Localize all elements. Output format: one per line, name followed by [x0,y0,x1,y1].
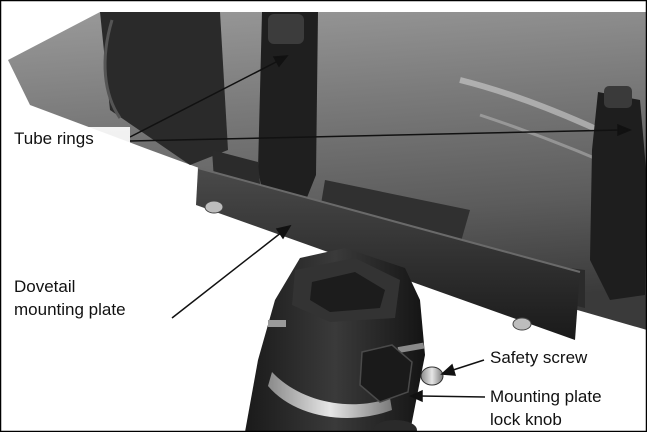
label-bg-lock [486,383,636,431]
tube-front-edge [103,19,122,119]
tube-rings-pointer-right [129,123,632,142]
mount-base-hub [373,420,417,432]
label-bg-dovetail [10,273,170,321]
label-bg-tube-rings [10,127,130,149]
lock-knob [359,344,413,403]
mount-side-bolt [268,320,286,327]
dovetail-plate [196,168,580,340]
label-safety-screw: Safety screw [490,348,588,367]
lock-knob-pointer [409,389,486,403]
label-dovetail-line1: Dovetail [14,277,75,296]
right-ring-clamp [604,86,632,108]
safety-screw-shaft [397,342,425,354]
dovetail-plate-edge [197,167,581,273]
left-tube-ring [258,12,318,215]
mount-saddle-inner [310,272,385,312]
right-tube-ring [590,92,647,300]
plate-screw-left [204,200,224,214]
plate-center-block [320,180,470,245]
label-dovetail-line2: mounting plate [14,300,126,319]
label-bg-safety [486,346,610,368]
left-ring-clamp [268,14,304,44]
label-tube-rings: Tube rings [14,129,94,148]
safety-screw-pointer [440,359,485,376]
safety-screw-knob [420,366,444,386]
dovetail-pointer [171,224,292,319]
label-lock-knob-line1: Mounting plate [490,387,602,406]
tube-front-section [100,12,228,165]
tube-rings-pointer-left [129,55,289,138]
label-lock-knob-line2: lock knob [490,410,562,429]
setting-circle [268,372,392,418]
plate-screw-right [512,317,532,331]
